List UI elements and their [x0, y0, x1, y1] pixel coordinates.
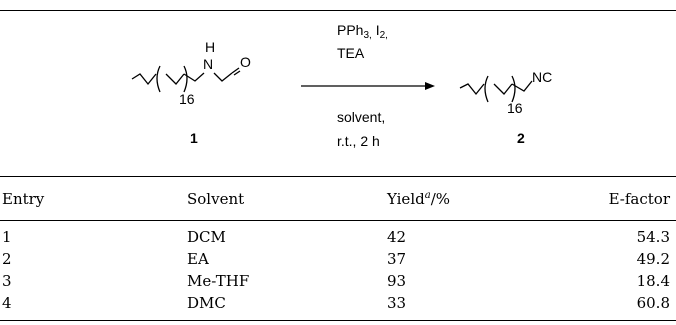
header-yield: Yielda/% — [387, 190, 450, 208]
table-row-yield: 37 — [387, 250, 407, 268]
reactant-co-bond — [231, 67, 240, 74]
table-row-yield: 93 — [387, 272, 407, 290]
table-row-efactor: 18.4 — [636, 272, 670, 290]
header-yield-label: Yield — [387, 190, 425, 208]
product-group: NC — [532, 69, 552, 85]
product-chain-repeat — [493, 83, 513, 95]
reactant-chain-right — [183, 72, 205, 82]
reactant-label: 1 — [190, 130, 198, 146]
product-label: 2 — [517, 130, 525, 146]
conditions-line1: solvent, — [337, 109, 385, 125]
reaction-arrow — [301, 82, 435, 90]
table-row-solvent: EA — [187, 250, 209, 268]
table-top-rule — [0, 10, 676, 12]
reactant-repeat-count: 16 — [179, 91, 195, 107]
reactant-bracket-left — [156, 65, 161, 93]
table-row-efactor: 60.8 — [636, 294, 670, 312]
reagents-line1: PPh3, I2, — [337, 22, 388, 41]
table-row-efactor: 49.2 — [636, 250, 670, 268]
product-chain-left — [459, 83, 485, 96]
table-row-entry: 1 — [2, 228, 12, 246]
table-header-top-rule — [0, 176, 676, 177]
reactant-chain-repeat — [165, 73, 185, 85]
product-repeat-count: 16 — [507, 100, 523, 116]
table-row-efactor: 54.3 — [636, 228, 670, 246]
table-row-solvent: Me-THF — [187, 272, 250, 290]
table-row-yield: 42 — [387, 228, 407, 246]
reactant-structure — [131, 65, 241, 93]
header-yield-unit: /% — [430, 190, 450, 208]
table-row-entry: 3 — [2, 272, 12, 290]
table-row-solvent: DCM — [187, 228, 226, 246]
reactant-bracket-right — [183, 65, 188, 93]
reactant-nh-bond — [213, 72, 233, 82]
header-solvent: Solvent — [187, 190, 245, 208]
table-row-entry: 2 — [2, 250, 12, 268]
product-structure — [459, 75, 533, 103]
header-efactor: E-factor — [608, 190, 670, 208]
product-chain-right — [511, 80, 533, 92]
reactant-atom-h: H — [205, 39, 215, 55]
header-entry: Entry — [2, 190, 45, 208]
reagents-line2: TEA — [337, 45, 365, 61]
table-header-bottom-rule — [0, 220, 676, 221]
table-bottom-rule — [0, 320, 676, 322]
table-row-entry: 4 — [2, 294, 12, 312]
table-row-yield: 33 — [387, 294, 407, 312]
product-bracket-right — [511, 75, 516, 103]
reactant-atom-o: O — [240, 54, 251, 70]
reactant-chain-left — [131, 73, 157, 86]
reaction-scheme: H N O 16 1 PPh3, I2, TEA solvent, r.t., … — [131, 22, 552, 149]
product-bracket-left — [484, 75, 489, 103]
table-row-solvent: DMC — [187, 294, 226, 312]
header-yield-footnote: a — [424, 190, 431, 201]
conditions-line2: r.t., 2 h — [337, 133, 380, 149]
reactant-co-double-bond — [233, 70, 241, 76]
reactant-atom-n: N — [203, 56, 213, 72]
